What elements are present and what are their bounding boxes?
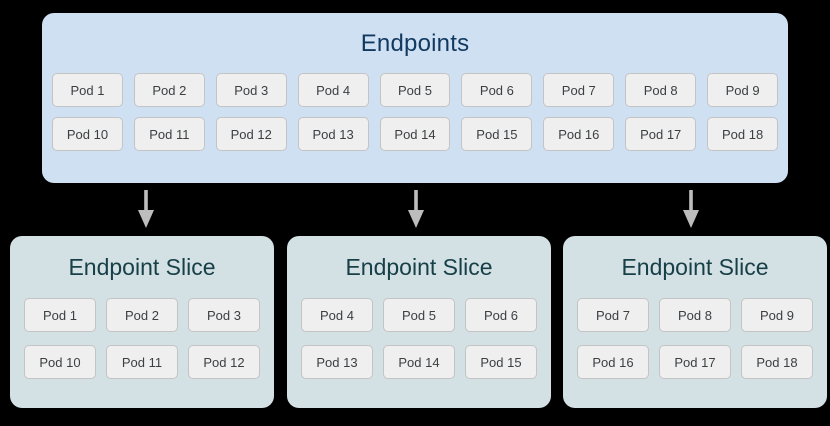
endpoints-container: Endpoints Pod 1 Pod 2 Pod 3 Pod 4 Pod 5 … — [42, 13, 788, 183]
endpoint-slice-container-1: Endpoint Slice Pod 1 Pod 2 Pod 3 Pod 10 … — [10, 236, 274, 408]
pod-chip[interactable]: Pod 14 — [379, 117, 451, 151]
pod-chip[interactable]: Pod 16 — [543, 117, 615, 151]
pod-chip[interactable]: Pod 15 — [465, 345, 537, 379]
pod-chip[interactable]: Pod 14 — [383, 345, 455, 379]
endpoint-slice-title: Endpoint Slice — [68, 254, 216, 280]
pod-chip[interactable]: Pod 7 — [543, 73, 615, 107]
arrow-down-icon — [683, 190, 699, 228]
pod-chip[interactable]: Pod 9 — [741, 298, 813, 332]
pod-chip[interactable]: Pod 1 — [52, 73, 123, 107]
endpoint-slice-pod-row-2: Pod 13 Pod 14 Pod 15 — [287, 345, 551, 379]
pod-chip[interactable]: Pod 12 — [188, 345, 260, 379]
pod-chip[interactable]: Pod 17 — [625, 117, 697, 151]
pod-chip[interactable]: Pod 5 — [383, 298, 455, 332]
pod-chip[interactable]: Pod 11 — [133, 117, 205, 151]
pod-chip[interactable]: Pod 17 — [659, 345, 731, 379]
pod-chip[interactable]: Pod 16 — [577, 345, 649, 379]
endpoint-slice-pod-grid: Pod 1 Pod 2 Pod 3 Pod 10 Pod 11 Pod 12 — [10, 298, 274, 379]
pod-chip[interactable]: Pod 6 — [461, 73, 533, 107]
endpoint-slice-container-2: Endpoint Slice Pod 4 Pod 5 Pod 6 Pod 13 … — [287, 236, 551, 408]
pod-chip[interactable]: Pod 4 — [301, 298, 373, 332]
endpoint-slice-pod-grid: Pod 7 Pod 8 Pod 9 Pod 16 Pod 17 Pod 18 — [563, 298, 827, 379]
pod-chip[interactable]: Pod 13 — [301, 345, 373, 379]
pod-chip[interactable]: Pod 2 — [133, 73, 205, 107]
pod-chip[interactable]: Pod 4 — [297, 73, 369, 107]
pod-chip[interactable]: Pod 3 — [215, 73, 287, 107]
pod-chip[interactable]: Pod 8 — [625, 73, 697, 107]
arrow-down-icon — [408, 190, 424, 228]
endpoint-slice-pod-row-2: Pod 16 Pod 17 Pod 18 — [563, 345, 827, 379]
endpoints-pod-grid: Pod 1 Pod 2 Pod 3 Pod 4 Pod 5 Pod 6 Pod … — [42, 73, 788, 151]
endpoint-slice-pod-grid: Pod 4 Pod 5 Pod 6 Pod 13 Pod 14 Pod 15 — [287, 298, 551, 379]
pod-chip[interactable]: Pod 18 — [707, 117, 779, 151]
endpoint-slice-container-3: Endpoint Slice Pod 7 Pod 8 Pod 9 Pod 16 … — [563, 236, 827, 408]
endpoint-slice-title: Endpoint Slice — [621, 254, 769, 280]
endpoint-slice-pod-row-1: Pod 1 Pod 2 Pod 3 — [10, 298, 274, 332]
pod-chip[interactable]: Pod 10 — [24, 345, 96, 379]
endpoints-pod-row-2: Pod 10 Pod 11 Pod 12 Pod 13 Pod 14 Pod 1… — [52, 117, 779, 151]
pod-chip[interactable]: Pod 8 — [659, 298, 731, 332]
pod-chip[interactable]: Pod 6 — [465, 298, 537, 332]
endpoint-slice-title: Endpoint Slice — [345, 254, 493, 280]
pod-chip[interactable]: Pod 15 — [461, 117, 533, 151]
arrow-down-icon — [138, 190, 154, 228]
endpoints-pod-row-1: Pod 1 Pod 2 Pod 3 Pod 4 Pod 5 Pod 6 Pod … — [52, 73, 779, 107]
pod-chip[interactable]: Pod 11 — [106, 345, 178, 379]
endpoint-slice-pod-row-1: Pod 4 Pod 5 Pod 6 — [287, 298, 551, 332]
pod-chip[interactable]: Pod 9 — [707, 73, 779, 107]
pod-chip[interactable]: Pod 1 — [24, 298, 96, 332]
endpoint-slice-pod-row-2: Pod 10 Pod 11 Pod 12 — [10, 345, 274, 379]
pod-chip[interactable]: Pod 13 — [297, 117, 369, 151]
pod-chip[interactable]: Pod 12 — [215, 117, 287, 151]
pod-chip[interactable]: Pod 5 — [379, 73, 451, 107]
pod-chip[interactable]: Pod 7 — [577, 298, 649, 332]
pod-chip[interactable]: Pod 10 — [52, 117, 123, 151]
pod-chip[interactable]: Pod 2 — [106, 298, 178, 332]
pod-chip[interactable]: Pod 18 — [741, 345, 813, 379]
endpoint-slice-pod-row-1: Pod 7 Pod 8 Pod 9 — [563, 298, 827, 332]
endpoints-title: Endpoints — [360, 30, 470, 57]
pod-chip[interactable]: Pod 3 — [188, 298, 260, 332]
